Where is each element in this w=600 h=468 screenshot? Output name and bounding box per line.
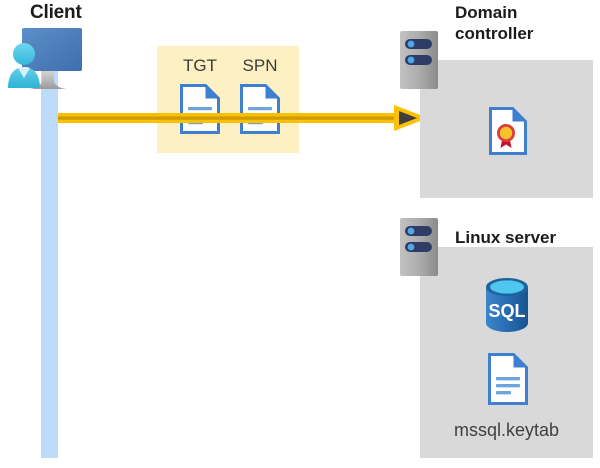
linux-server-icon [400,218,438,276]
domain-controller-title: Domain controller [455,2,600,44]
client-title: Client [30,2,82,23]
keytab-document-icon [488,353,528,405]
linux-server-title: Linux server [455,228,557,247]
client-lifeline [41,68,58,458]
sql-database-label: SQL [488,301,525,321]
sql-database-icon: SQL [480,277,534,333]
spn-label: SPN [242,56,278,75]
certificate-document-icon [489,107,527,155]
domain-controller-title-line1: Domain [455,3,518,22]
client-user-workstation-icon [6,26,92,92]
keytab-file-label: mssql.keytab [453,420,560,440]
domain-controller-server-icon [400,31,438,89]
tgt-label: TGT [183,56,217,75]
client-to-domain-controller-arrow [58,104,428,132]
domain-controller-title-line2: controller [455,24,534,43]
